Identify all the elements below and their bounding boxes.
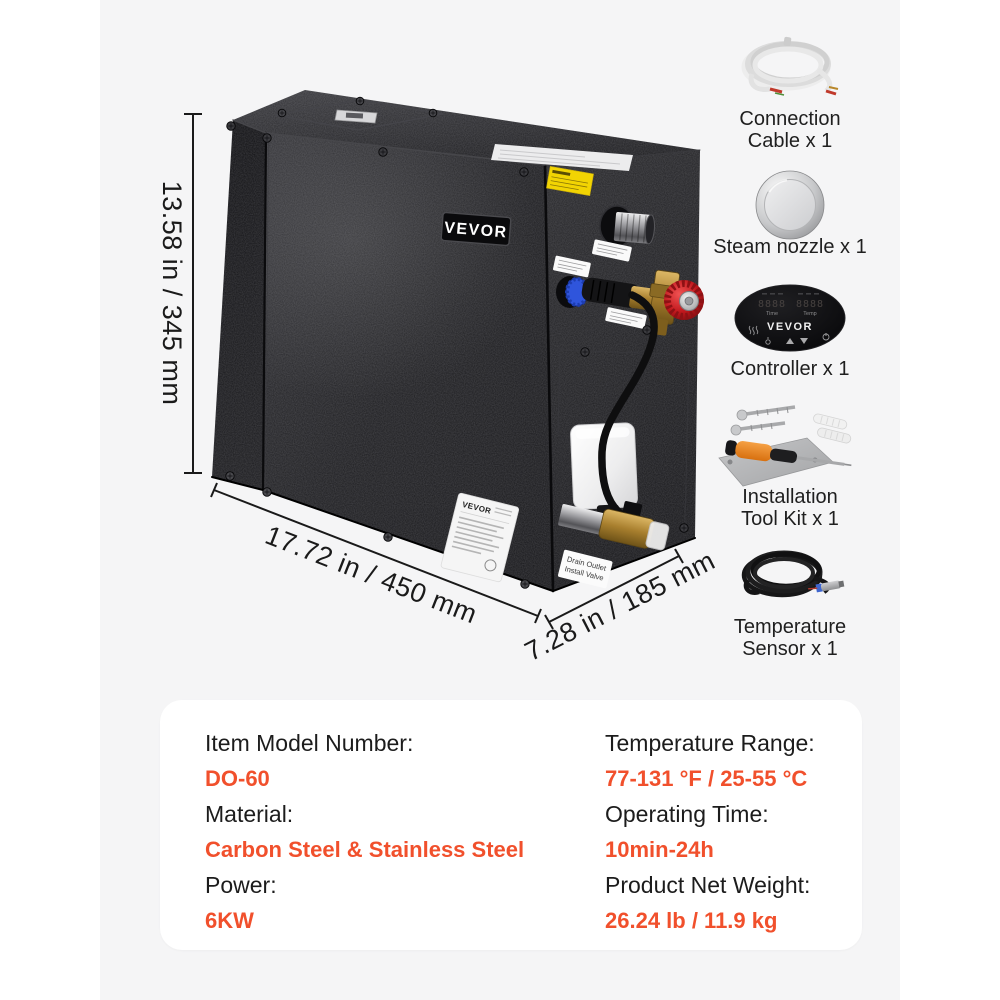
accessory-temperature-sensor: Temperature Sensor x 1 <box>700 540 880 660</box>
down-arrow-icon <box>800 338 808 344</box>
accessory-steam-nozzle: Steam nozzle x 1 <box>700 168 880 258</box>
top-access-lid <box>274 99 444 131</box>
accessory-connection-cable: Connection Cable x 1 <box>700 30 880 152</box>
steam-outlet-fitting <box>599 205 655 247</box>
dimension-annotations <box>184 113 684 630</box>
accessory-controller: 8888 8888 Time Temp VEVOR <box>700 282 880 380</box>
brand-badge-text: VEVOR <box>444 220 509 242</box>
screws <box>225 96 689 589</box>
front-glare <box>263 133 540 400</box>
temperature-sensor-icon <box>741 550 845 598</box>
controller-touch-icons <box>748 325 830 345</box>
accessory-label-line: Tool Kit x 1 <box>741 508 839 530</box>
screw <box>736 405 796 421</box>
spec-value-material: Carbon Steel & Stainless Steel <box>205 837 525 862</box>
machine-body: VEVOR <box>211 90 704 593</box>
spec-label-power: Power: <box>205 872 277 898</box>
height-dimension-line <box>184 113 202 474</box>
water-inlet-connector <box>556 276 641 308</box>
controller-time-label: Time <box>766 311 778 317</box>
drain-icon <box>765 337 771 345</box>
controller-temp-label: Temp <box>803 311 816 317</box>
valve-cable <box>598 291 658 518</box>
spec-label-item-model: Item Model Number: <box>205 730 414 756</box>
accessory-label-line: Steam nozzle x 1 <box>713 236 867 258</box>
width-dimension-line <box>210 482 542 624</box>
accessory-label-line: Connection <box>739 108 841 130</box>
accessory-installation-tool-kit: Installation Tool Kit x 1 <box>700 398 880 530</box>
spec-value-power: 6KW <box>205 908 254 933</box>
spec-label-temperature-range: Temperature Range: <box>605 730 815 756</box>
spec-column-right: Temperature Range: 77-131 °F / 25-55 °C … <box>605 726 815 939</box>
accessory-label-line: Installation <box>742 486 838 508</box>
screw <box>730 421 786 436</box>
controller-time-display: 8888 <box>758 299 786 310</box>
sensor-probe <box>808 580 845 593</box>
top-right-sticker <box>491 144 633 171</box>
controller-brand-text: VEVOR <box>767 321 813 333</box>
up-arrow-icon <box>786 338 794 344</box>
brand-badge: VEVOR <box>440 211 512 247</box>
controller-indicator-dashes <box>762 293 819 295</box>
wall-anchor <box>813 413 848 430</box>
connection-cable-icon <box>741 36 839 96</box>
spec-label-net-weight: Product Net Weight: <box>605 872 811 898</box>
height-dimension-label: 13.58 in / 345 mm <box>157 181 187 406</box>
tool-kit-icon <box>718 405 852 487</box>
controller-icon: 8888 8888 Time Temp VEVOR <box>734 284 846 352</box>
spec-label-operating-time: Operating Time: <box>605 801 769 827</box>
accessory-label-line: Temperature <box>733 616 847 638</box>
spec-panel: Item Model Number: DO-60 Material: Carbo… <box>160 700 862 950</box>
spec-value-temperature-range: 77-131 °F / 25-55 °C <box>605 766 808 791</box>
warning-label <box>546 165 594 197</box>
spec-value-net-weight: 26.24 lb / 11.9 kg <box>605 908 778 933</box>
spec-value-item-model: DO-60 <box>205 766 270 791</box>
screwdriver <box>725 440 852 467</box>
steam-nozzle-icon <box>755 170 825 240</box>
controller-temp-display: 8888 <box>796 299 824 310</box>
accessory-label-line: Controller x 1 <box>730 358 850 380</box>
steam-icon <box>748 325 759 336</box>
spec-column-left: Item Model Number: DO-60 Material: Carbo… <box>205 726 524 939</box>
accessory-label-line: Sensor x 1 <box>742 638 838 660</box>
panel-seams <box>211 119 701 593</box>
drain-outlet-label: Drain Outlet Install Valve <box>558 549 613 589</box>
drain-outlet-valve <box>558 501 670 551</box>
depth-dimension-line <box>544 548 684 630</box>
spec-label-material: Material: <box>205 801 294 827</box>
port-labels <box>553 239 647 329</box>
power-icon <box>822 333 830 341</box>
product-spec-sticker: VEVOR <box>440 492 520 583</box>
accessory-label-line: Cable x 1 <box>747 130 833 152</box>
wall-anchor <box>817 427 852 444</box>
pressure-relief-valve <box>629 269 704 336</box>
spec-value-operating-time: 10min-24h <box>605 837 714 862</box>
